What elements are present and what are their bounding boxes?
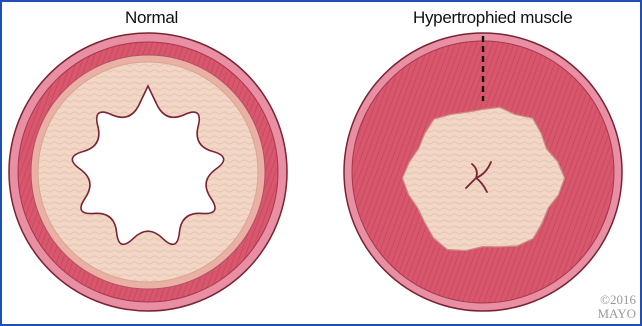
copyright-organization: MAYO [597,307,636,320]
normal-cross-section [9,33,287,311]
hypertrophied-cross-section [344,33,622,311]
copyright-year: ©2016 [600,293,636,306]
hypertrophied-panel-title: Hypertrophied muscle [413,8,572,28]
normal-panel-title: Normal [125,8,178,28]
